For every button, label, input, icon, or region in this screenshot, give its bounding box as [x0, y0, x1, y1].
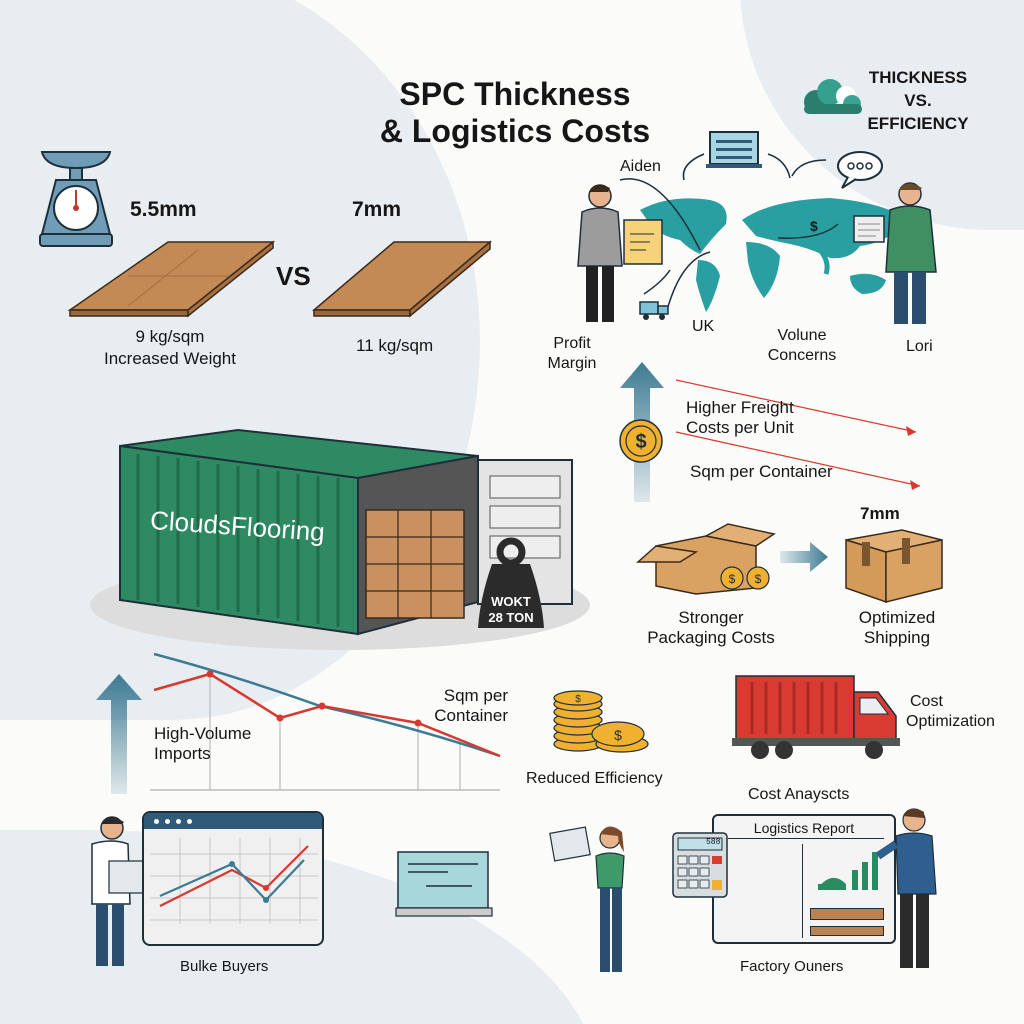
laptop-icon — [395, 851, 493, 917]
person-factory-owner — [875, 808, 937, 968]
higher-freight-label: Higher Freight Costs per Unit — [686, 398, 794, 438]
vs-label: VS — [276, 261, 311, 291]
packaging-left-line-1: Stronger — [678, 608, 744, 627]
window-dot-icon — [165, 818, 170, 824]
page-title: SPC Thickness & Logistics Costs — [320, 76, 710, 150]
thickness-left-label: 5.5mm — [130, 198, 197, 221]
badge-line-3: EFFICIENCY — [867, 114, 969, 133]
reduced-efficiency-label: Reduced Efficiency — [526, 770, 663, 787]
notepad-icon — [623, 219, 663, 265]
person-aiden-label: Aiden — [620, 158, 661, 175]
downward-trend-arrows — [675, 379, 921, 490]
up-arrow-imports — [96, 674, 142, 794]
svg-text:$: $ — [729, 572, 736, 586]
open-box-icon: $ $ — [636, 523, 776, 595]
report-title: Logistics Report — [753, 820, 855, 836]
packaging-left-line-2: Packaging Costs — [647, 628, 775, 647]
cost-analysts-label: Cost Anayscts — [748, 786, 850, 803]
sqm-line-2: Container — [434, 706, 508, 725]
analytics-window — [142, 811, 324, 946]
volume-concerns-label: Volune Concerns — [752, 326, 852, 366]
weight-line-2: 28 TON — [488, 610, 534, 625]
calculator-display: 588 — [706, 838, 721, 847]
freight-line-2: Costs per Unit — [686, 418, 794, 437]
analytics-chart — [150, 838, 318, 924]
packaging-thickness-label: 7mm — [860, 504, 900, 523]
title-line-1: SPC Thickness — [399, 76, 631, 112]
report-divider — [728, 838, 884, 839]
weight-right-value: 11 kg/sqm — [356, 336, 434, 355]
cost-opt-line-2: Optimization — [906, 713, 995, 730]
thickness-right-label: 7mm — [352, 198, 402, 221]
scale-icon — [39, 151, 113, 247]
trend-line-chart — [150, 652, 501, 791]
window-dot-icon — [176, 818, 181, 824]
weight-label: WOKT 28 TON — [476, 594, 546, 626]
imports-line-1: High-Volume — [154, 724, 252, 743]
clipboard-icon — [853, 215, 885, 243]
window-dot-icon — [154, 818, 159, 824]
dollar-coin-icon: $ — [619, 419, 663, 463]
factory-owners-label: Factory Ouners — [740, 958, 844, 975]
svg-text:$: $ — [755, 572, 762, 586]
svg-text:$: $ — [635, 431, 646, 453]
calculator-icon — [672, 832, 728, 898]
svg-text:$: $ — [614, 727, 622, 743]
badge-line-2: VS. — [904, 91, 932, 110]
coin-stack-icon: $ $ — [553, 690, 649, 753]
weight-left-label: 9 kg/sqm Increased Weight — [70, 326, 270, 370]
cost-opt-line-1: Cost — [910, 693, 943, 710]
freight-line-1: Higher Freight — [686, 398, 794, 417]
badge-line-1: THICKNESS — [868, 68, 968, 87]
cloud-logo-icon — [804, 79, 862, 114]
plank-7mm — [311, 240, 493, 318]
weight-left-value: 9 kg/sqm — [135, 327, 205, 346]
weight-left-note: Increased Weight — [104, 349, 236, 368]
flow-arrows — [619, 153, 839, 315]
plank-5-5mm — [67, 240, 276, 318]
right-arrow-packaging — [780, 542, 828, 572]
high-volume-imports-label: High-Volume Imports — [154, 724, 251, 764]
profit-margin-label: Profit Margin — [532, 334, 612, 374]
person-lori-label: Lori — [906, 338, 933, 355]
report-bar-chart — [818, 852, 878, 890]
person-aiden — [577, 184, 623, 322]
report-column-divider — [802, 844, 803, 938]
imports-line-2: Imports — [154, 744, 211, 763]
sqm-container-chart-label: Sqm per Container — [412, 686, 508, 726]
report-bar — [810, 926, 884, 936]
profit-label: Profit — [553, 335, 591, 352]
report-bar — [810, 908, 884, 920]
truck-small-icon — [639, 301, 669, 320]
weight-line-1: WOKT — [491, 594, 531, 609]
optimized-shipping-label: Optimized Shipping — [834, 608, 960, 648]
bulk-buyers-label: Bulke Buyers — [180, 958, 269, 975]
svg-text:$: $ — [575, 694, 581, 705]
stronger-packaging-label: Stronger Packaging Costs — [636, 608, 786, 648]
sealed-box-icon — [845, 529, 943, 604]
sqm-line-1: Sqm per — [443, 686, 508, 705]
uk-label: UK — [692, 318, 715, 335]
person-bulk-buyer — [91, 816, 131, 966]
red-truck-icon — [732, 675, 900, 759]
factory-icon — [706, 131, 762, 168]
world-map — [640, 198, 906, 312]
packaging-right-line-2: Shipping — [863, 628, 931, 647]
logistics-report-panel: Logistics Report — [712, 814, 896, 944]
tablet-icon — [108, 860, 144, 894]
concerns-label: Concerns — [767, 347, 837, 364]
sqm-per-container-label: Sqm per Container — [690, 462, 833, 481]
cost-optimization-label: Cost Optimization — [906, 692, 995, 732]
window-titlebar — [144, 813, 322, 829]
packaging-right-line-1: Optimized — [858, 608, 936, 627]
speech-bubble-icon — [837, 151, 883, 189]
title-line-2: & Logistics Costs — [379, 112, 651, 149]
person-lori — [885, 182, 937, 324]
window-dot-icon — [187, 818, 192, 824]
volune-label: Volune — [777, 327, 827, 344]
map-currency: $ — [810, 218, 818, 234]
person-analyst-woman — [549, 826, 625, 972]
margin-label: Margin — [547, 355, 597, 372]
weight-icon — [478, 537, 544, 628]
